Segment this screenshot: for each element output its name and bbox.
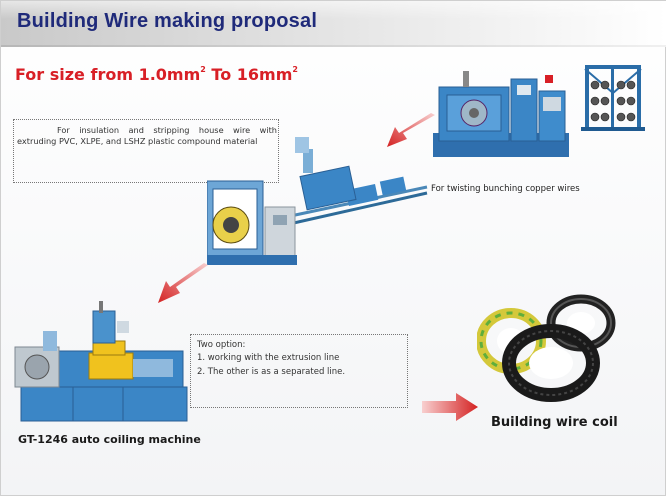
insulation-description: For insulation and stripping house wire … [17,125,277,146]
red-arrow-icon [156,263,210,305]
size-range-title: For size from 1.0mm2 To 16mm2 [15,65,298,84]
coiling-machine-caption: GT-1246 auto coiling machine [18,433,201,446]
red-arrow-icon [383,113,437,149]
red-arrow-icon [422,393,478,421]
insulation-description-box [13,119,279,183]
title-shine [1,1,666,19]
options-heading: Two option: [197,340,246,350]
option-item-1: 1. working with the extrusion line [197,353,340,363]
size-range-sup-1: 2 [200,64,206,74]
options-box [190,334,408,408]
coiling-machine-icon [13,301,191,425]
extrusion-line-icon [207,131,429,269]
title-bar [1,1,666,45]
size-range-text-start: For size from 1.0mm [15,65,201,84]
page-title: Building Wire making proposal [17,10,318,32]
bunching-machine-icon [433,71,569,159]
wire-coil-caption: Building wire coil [491,415,618,430]
title-divider [1,45,666,47]
wire-coil-icon [477,293,619,405]
option-item-2: 2. The other is as a separated line. [197,367,346,377]
twisting-caption: For twisting bunching copper wires [431,184,580,194]
pay-off-rack-icon [581,63,645,133]
size-range-text-mid: To 16mm [205,65,293,84]
size-range-sup-2: 2 [292,64,298,74]
